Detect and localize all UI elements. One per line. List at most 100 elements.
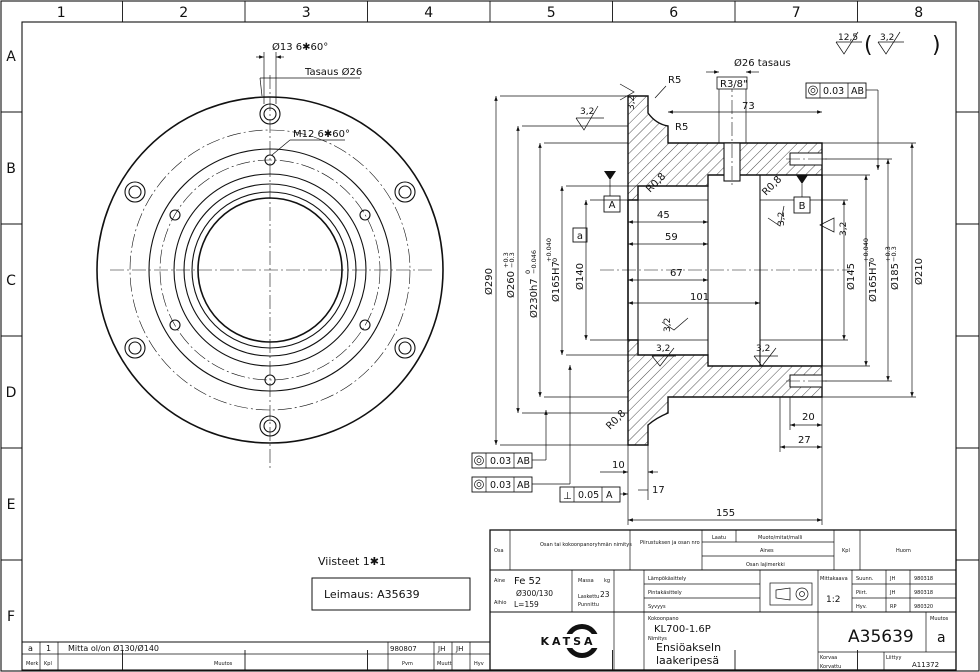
grid-column-label: 2 [179,5,188,21]
svg-text:−0.3: −0.3 [508,252,516,268]
grid-column-label: 7 [792,5,801,21]
dim-d230: Ø230h7 [528,278,540,318]
dim-10: 10 [612,460,625,471]
dim-101: 101 [690,292,709,303]
svg-text:Kokoonpano: Kokoonpano [648,616,679,622]
svg-text:3,2: 3,2 [656,344,670,354]
svg-text:Laskettu: Laskettu [578,594,599,600]
svg-text:Hyv.: Hyv. [856,604,867,610]
dim-67: 67 [670,268,683,279]
svg-text:L=159: L=159 [514,600,539,609]
svg-text:Merk: Merk [26,661,38,667]
datum-a: A [609,200,616,211]
assembly-value: KL700-1.6P [654,624,711,635]
roughness-mark: 3,2 [575,105,604,131]
svg-text:+0.3: +0.3 [884,246,892,262]
grid-column-label: 3 [302,5,311,21]
title-block: Osa Osan tai kokoonpanoryhmän nimitys Pi… [489,529,957,671]
svg-text:Hyv: Hyv [474,661,484,667]
datum-b: B [799,201,806,212]
scale-value: 1:2 [826,595,840,605]
svg-text:Muutos: Muutos [214,661,233,667]
dim-d165-left: Ø165H7 [550,261,562,302]
svg-text:⊥: ⊥ [563,491,572,502]
svg-text:Aihio: Aihio [494,600,506,606]
svg-text:Punnittu: Punnittu [578,602,599,608]
threaded-holes [169,154,371,386]
svg-text:3,2: 3,2 [663,318,673,332]
svg-text:0: 0 [868,258,876,262]
grid-row-label: E [7,497,16,513]
svg-text:Massa: Massa [578,578,594,584]
svg-text:Mitta ol/on Ø130/Ø140: Mitta ol/on Ø130/Ø140 [68,643,159,653]
svg-text:AB: AB [517,456,530,467]
roughness-mark: 3,2 [753,344,778,367]
svg-text:0: 0 [524,270,532,274]
svg-text:Muoto/mitat/malli: Muoto/mitat/malli [758,535,802,541]
stamp-note: Leimaus: A35639 [324,588,420,601]
dim-17: 17 [652,485,665,496]
part-name-line2: laakeripesä [656,654,719,667]
svg-text:0.03: 0.03 [823,86,844,97]
svg-text:Kpl: Kpl [842,548,850,554]
svg-text:980318: 980318 [914,590,933,596]
dim-27: 27 [798,435,811,446]
chamfer-note: Viisteet 1✱1 [318,555,386,568]
svg-text:12,5: 12,5 [838,33,858,43]
svg-text:RP: RP [890,604,897,610]
dim-d290: Ø290 [483,268,495,295]
bolt-holes [124,103,416,437]
dim-d210: Ø210 [913,258,925,285]
svg-text:Osan lajimerkki: Osan lajimerkki [746,562,785,568]
svg-text:Lämpökäsittely: Lämpökäsittely [648,576,686,582]
part-name-line1: Ensiöakseln [656,641,721,654]
radius-label: R0,8 [604,408,628,432]
svg-text:AB: AB [851,86,864,97]
svg-text:3,2: 3,2 [880,33,894,43]
svg-text:kg: kg [604,578,610,584]
dim-20: 20 [802,412,815,423]
svg-text:A: A [606,490,613,501]
svg-text:3,2: 3,2 [777,212,787,226]
svg-text:(: ( [864,33,873,58]
svg-text:Liittyy: Liittyy [886,655,901,661]
grid-row-label: C [6,273,16,289]
company-name: KATSA [540,635,595,648]
svg-text:JH: JH [437,645,445,653]
roughness-mark: 3,2 [767,205,787,227]
svg-text:3,2: 3,2 [580,107,594,117]
svg-text:Kpl: Kpl [44,661,52,667]
svg-text:Muutos: Muutos [930,616,949,622]
roughness-mark: 3,2 [819,217,849,236]
tolerance-frame-bottom-2: 0.03 AB [471,365,572,493]
tolerance-frame-top: 0.03 AB [805,82,880,170]
counterbore-label: Tasaus Ø26 [304,66,362,78]
material-value: Fe 52 [514,576,541,587]
svg-text:Nimitys: Nimitys [648,636,667,642]
svg-text:Muutt: Muutt [437,661,452,667]
svg-text:+0.040: +0.040 [862,238,870,262]
svg-text:Ø300/130: Ø300/130 [516,589,553,598]
mass-value: 23 [600,590,610,599]
grid-row-label: A [6,49,16,65]
svg-text:0.05: 0.05 [578,490,599,501]
revision-value: a [937,630,946,646]
thread-label: M12 6✱60° [293,129,350,140]
roughness-mark: 3,2 [651,344,676,367]
datum-small-a: a [577,231,583,242]
svg-text:Aines: Aines [760,548,774,554]
grid-column-label: 4 [424,5,433,21]
grid-row-label: D [6,385,17,401]
svg-text:JH: JH [455,645,463,653]
front-view: Ø13 6✱60° Tasaus Ø26 M12 6✱60° [96,41,444,470]
pipe-thread-label: R3/8" [720,79,748,90]
dim-d260: Ø260 [505,271,517,298]
svg-text:Korvaa: Korvaa [820,655,837,661]
svg-text:0.03: 0.03 [490,480,511,491]
svg-text:1: 1 [46,644,51,653]
svg-text:−0.3: −0.3 [890,246,898,262]
tolerance-frame-perpendicular: ⊥ 0.05 A [559,486,628,503]
